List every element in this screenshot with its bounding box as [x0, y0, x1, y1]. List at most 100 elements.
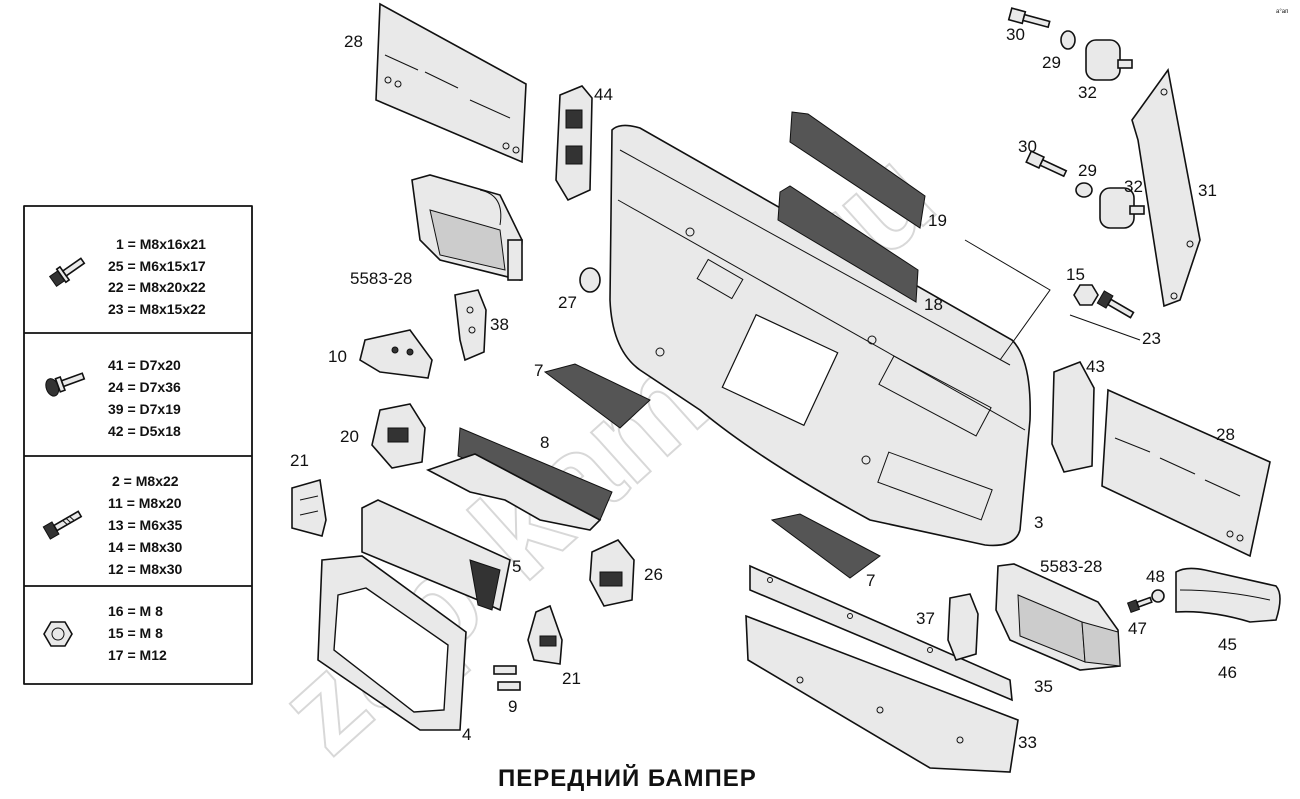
- part-bracket-37: [947, 593, 979, 661]
- part-bracket-31: [1131, 68, 1201, 308]
- part-grille-7-lower: [770, 513, 881, 579]
- part-bracket-20: [371, 403, 426, 469]
- part-washer-48: [1151, 589, 1165, 603]
- callout-label: 30: [1006, 25, 1025, 44]
- part-washer-29-top: [1060, 30, 1076, 50]
- part-bushing-32-top: [1085, 39, 1133, 81]
- part-nut-15: [1073, 284, 1099, 306]
- callout-label: 33: [1018, 733, 1037, 752]
- legend-spec: 25 = M6x15x17: [108, 258, 206, 274]
- callout-label: 5583-28: [1040, 557, 1102, 576]
- legend-spec: 42 = D5x18: [108, 423, 181, 439]
- callout-label: 23: [1142, 329, 1161, 348]
- legend-spec: 22 = M8x20x22: [108, 279, 206, 295]
- callout-label: 28: [1216, 425, 1235, 444]
- part-side-panel-right: [1101, 388, 1271, 558]
- part-end-cap-45: [1175, 567, 1281, 623]
- callout-label: 29: [1042, 53, 1061, 72]
- part-washer-29-mid: [1075, 182, 1093, 198]
- leader-line: [964, 239, 1051, 361]
- part-bracket-43: [1051, 361, 1095, 473]
- callout-label: 7: [534, 361, 543, 380]
- part-clip-9: [493, 665, 521, 691]
- callout-label: 44: [594, 85, 613, 104]
- part-headlight-right: [995, 563, 1121, 671]
- legend-spec: 14 = M8x30: [108, 539, 183, 555]
- part-plate-frame-4: [317, 555, 467, 731]
- part-clip-21-left: [291, 478, 327, 537]
- part-bolt-30-top: [1007, 7, 1051, 29]
- bolt-washer-icon: [45, 372, 86, 397]
- part-lower-strip-35: [749, 564, 1013, 702]
- legend-spec: 39 = D7x19: [108, 401, 181, 417]
- part-bracket-26: [589, 539, 635, 607]
- legend-spec: 41 = D7x20: [108, 357, 181, 373]
- part-grille-plate-8: [425, 427, 613, 531]
- callout-label: 48: [1146, 567, 1165, 586]
- legend-spec: 23 = M8x15x22: [108, 301, 206, 317]
- callout-label: 3: [1034, 513, 1043, 532]
- legend-spec: 16 = M 8: [108, 603, 163, 619]
- callout-label: 20: [340, 427, 359, 446]
- legend-spec: 13 = M6x35: [108, 517, 183, 533]
- callout-label: 45: [1218, 635, 1237, 654]
- callout-label: 7: [866, 571, 875, 590]
- legend-spec: 1 = M8x16x21: [116, 236, 206, 252]
- callout-label: 30: [1018, 137, 1037, 156]
- part-bolt-30-mid: [1025, 150, 1068, 178]
- part-side-panel-left: [375, 2, 527, 164]
- corner-mark: а°ап: [1276, 9, 1288, 15]
- callout-label: 35: [1034, 677, 1053, 696]
- part-grille-7-upper: [543, 363, 651, 429]
- callout-label: 31: [1198, 181, 1217, 200]
- callout-label: 43: [1086, 357, 1105, 376]
- part-grille-18: [777, 185, 919, 303]
- part-lower-strip-33: [745, 614, 1019, 773]
- callout-label: 26: [644, 565, 663, 584]
- callout-label: 8: [540, 433, 549, 452]
- legend-spec: 24 = D7x36: [108, 379, 181, 395]
- callout-label: 21: [290, 451, 309, 470]
- legend-spec: 12 = M8x30: [108, 561, 183, 577]
- legend-spec: 2 = M8x22: [112, 473, 179, 489]
- fastener-legend: [23, 205, 253, 685]
- part-plug-27: [579, 267, 601, 293]
- callout-label: 5583-28: [350, 269, 412, 288]
- bolt-icon: [42, 510, 83, 540]
- callout-label: 15: [1066, 265, 1085, 284]
- callout-label: 21: [562, 669, 581, 688]
- diagram-title: ПЕРЕДНИЙ БАМПЕР: [498, 764, 757, 792]
- legend-spec: 15 = M 8: [108, 625, 163, 641]
- bolt-flange-icon: [48, 257, 86, 288]
- legend-frame: [23, 205, 253, 685]
- callout-label: 32: [1124, 177, 1143, 196]
- callout-label: 37: [916, 609, 935, 628]
- part-bushing-32-mid: [1099, 187, 1145, 229]
- legend-spec: 11 = M8x20: [108, 495, 182, 511]
- callout-label: 47: [1128, 619, 1147, 638]
- callout-label: 18: [924, 295, 943, 314]
- callout-label: 28: [344, 32, 363, 51]
- callout-label: 27: [558, 293, 577, 312]
- part-bracket-10: [359, 329, 433, 379]
- part-grille-19: [789, 111, 926, 229]
- callout-label: 32: [1078, 83, 1097, 102]
- part-bolt-47: [1126, 596, 1153, 614]
- callout-label: 29: [1078, 161, 1097, 180]
- callout-label: 9: [508, 697, 517, 716]
- callout-label: 5: [512, 557, 521, 576]
- callout-label: 38: [490, 315, 509, 334]
- part-main-bumper-3: [609, 124, 1031, 547]
- part-bracket-38: [454, 289, 487, 362]
- part-mount-5: [361, 499, 511, 612]
- nut-icon: [43, 621, 73, 647]
- callout-label: 10: [328, 347, 347, 366]
- callout-label: 4: [462, 725, 471, 744]
- callout-label: 19: [928, 211, 947, 230]
- leader-line: [1069, 314, 1141, 341]
- part-clip-21-right: [527, 604, 563, 665]
- part-bolt-23: [1096, 290, 1135, 319]
- part-bracket-44: [555, 85, 593, 202]
